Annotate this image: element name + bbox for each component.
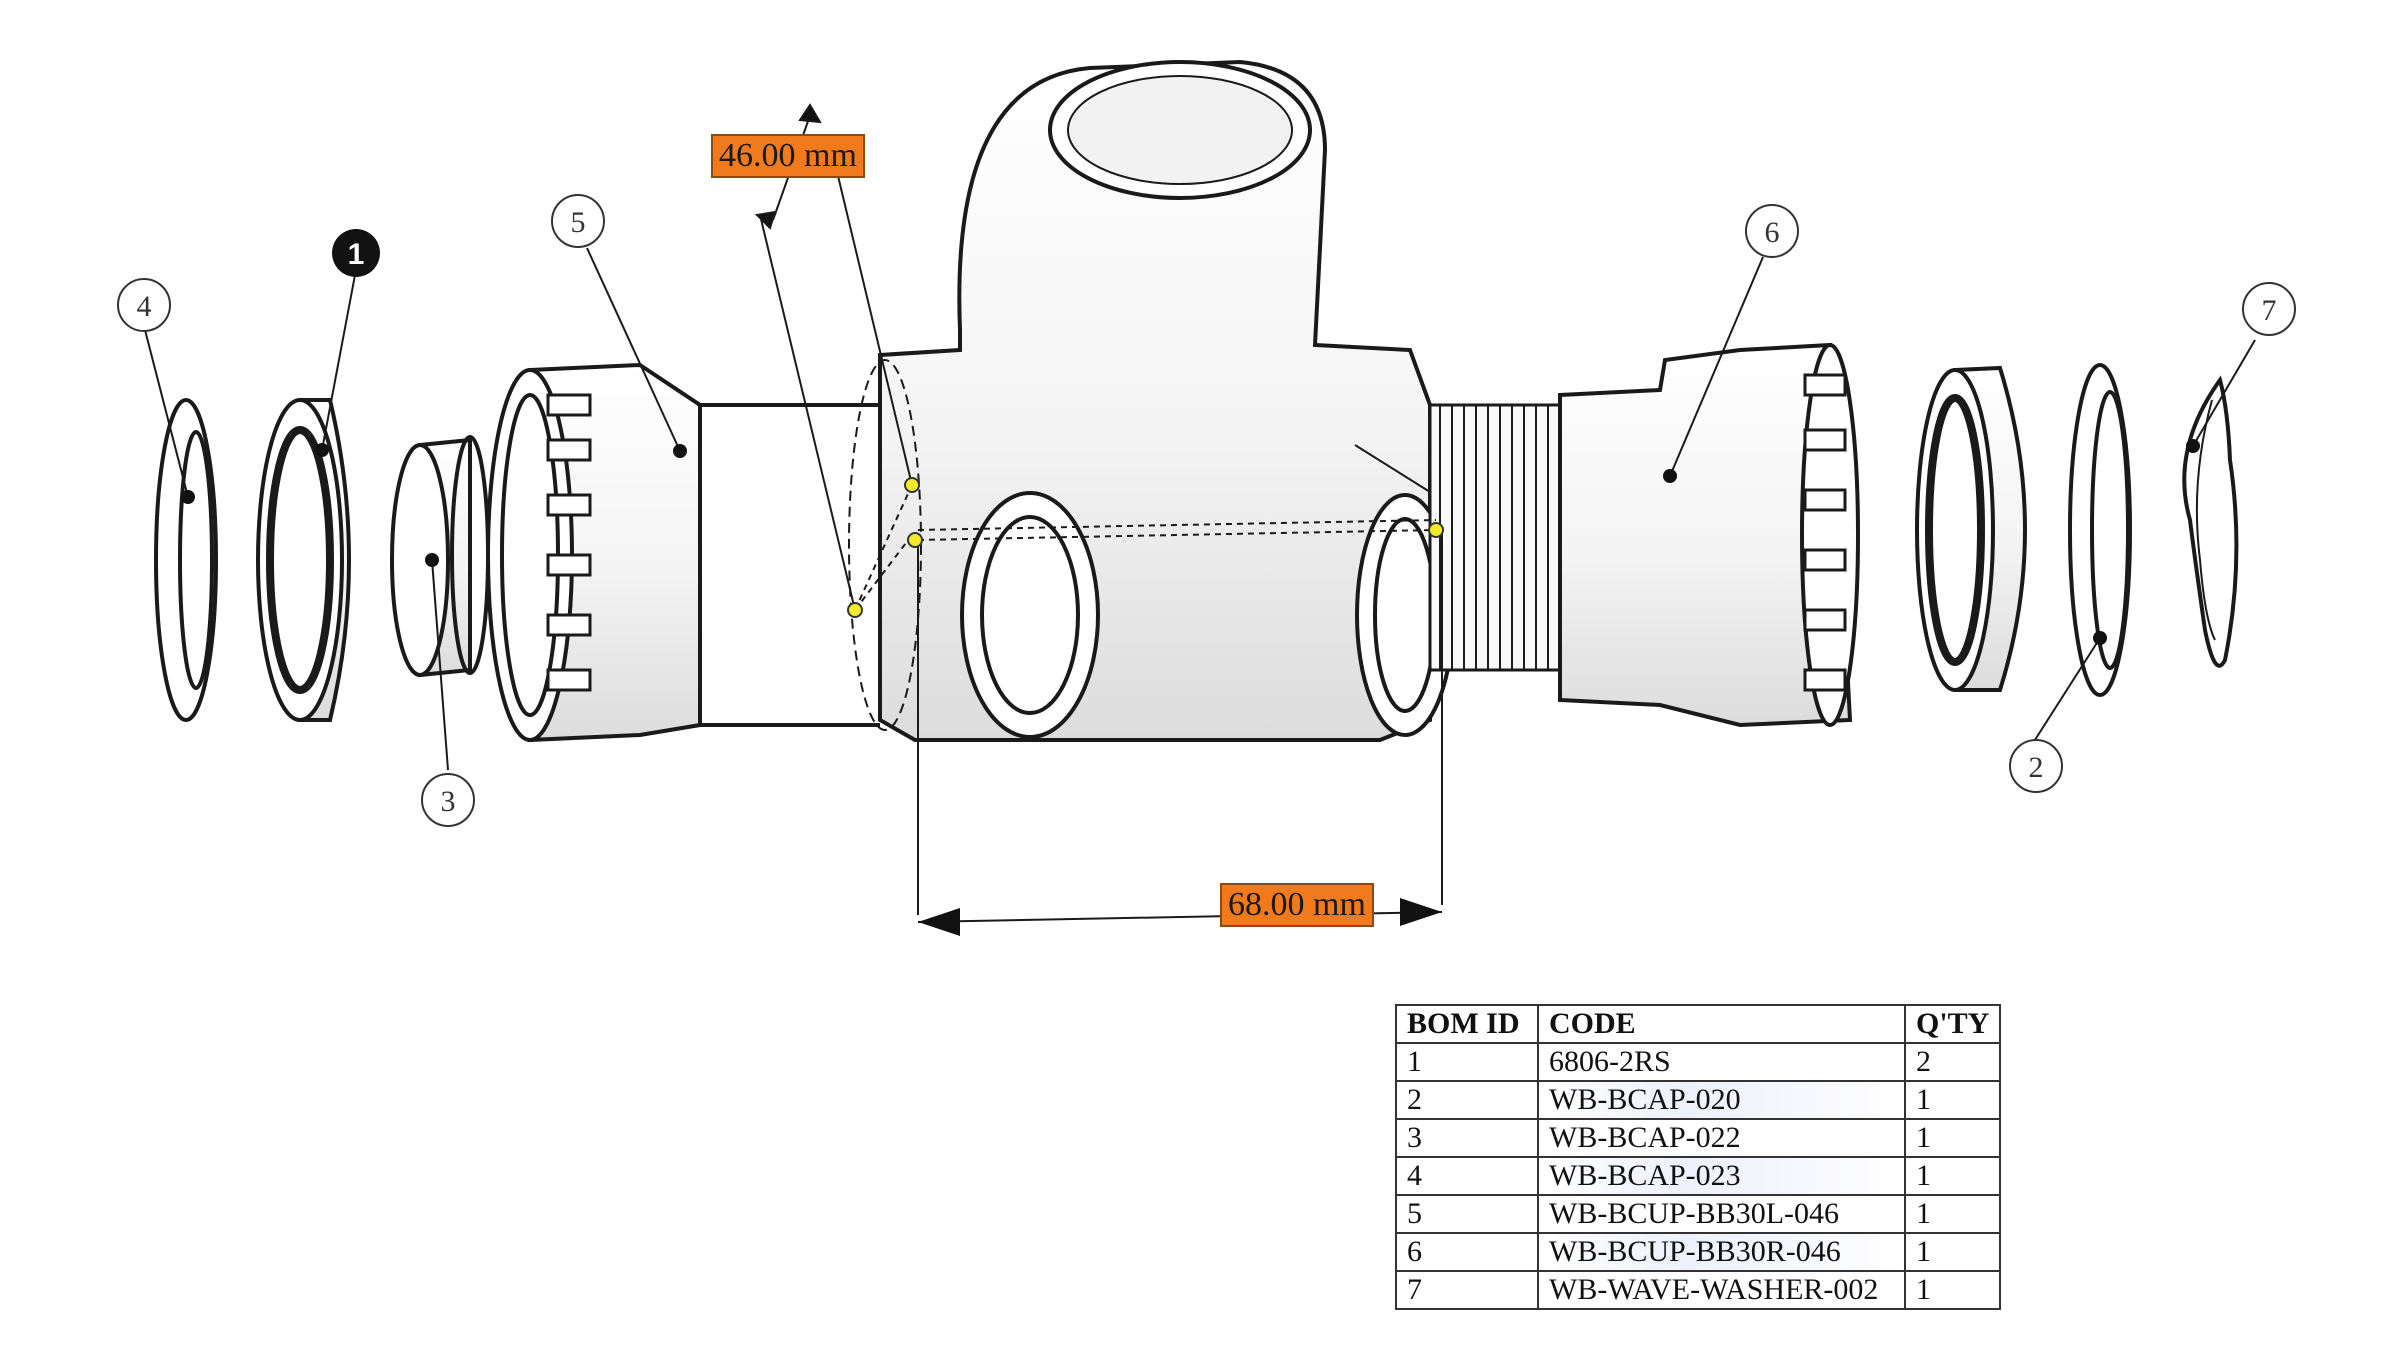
bom-cell-code: 6806-2RS (1537, 1042, 1906, 1082)
part-3-cap (390, 435, 490, 678)
bom-cell-id: 4 (1395, 1156, 1539, 1196)
part-1-bearing (256, 398, 351, 722)
bom-cell-id: 2 (1395, 1080, 1539, 1120)
dimension-label-46mm: 46.00 mm (711, 134, 865, 178)
bom-cell-id: 7 (1395, 1270, 1539, 1310)
bom-cell-qty: 1 (1903, 1232, 2002, 1272)
callout-anchor-dots (181, 439, 2200, 645)
bom-cell-id: 6 (1395, 1232, 1539, 1272)
bom-cell-code: WB-BCAP-023 (1537, 1156, 1906, 1196)
bom-cell-qty: 2 (1903, 1042, 2002, 1082)
bom-cell-code: WB-BCUP-BB30L-046 (1537, 1194, 1906, 1234)
bom-header-row: BOM ID CODE Q'TY (1395, 1004, 2002, 1044)
part-5-left-cup (486, 362, 880, 743)
bom-cell-qty: 1 (1903, 1118, 2002, 1158)
svg-text:3: 3 (441, 785, 456, 818)
bom-header-id: BOM ID (1395, 1004, 1539, 1044)
table-row: 6 WB-BCUP-BB30R-046 1 (1395, 1232, 2002, 1272)
table-row: 3 WB-BCAP-022 1 (1395, 1118, 2002, 1158)
bottom-bracket-shell (848, 59, 1455, 742)
dimension-label-68mm: 68.00 mm (1220, 883, 1374, 927)
bom-cell-id: 1 (1395, 1042, 1539, 1082)
callout-bubble-7: 7 (2242, 282, 2296, 336)
table-row: 7 WB-WAVE-WASHER-002 1 (1395, 1270, 2002, 1310)
callout-bubble-4: 4 (117, 278, 171, 332)
bom-header-qty: Q'TY (1903, 1004, 2002, 1044)
callout-bubble-1: 1 (332, 229, 380, 277)
callout-bubble-2: 2 (2009, 739, 2063, 793)
table-row: 2 WB-BCAP-020 1 (1395, 1080, 2002, 1120)
part-7-wave-washer (2182, 375, 2239, 668)
bom-cell-id: 3 (1395, 1118, 1539, 1158)
svg-text:2: 2 (2029, 751, 2044, 784)
svg-text:4: 4 (137, 290, 152, 323)
callout-bubble-5: 5 (551, 194, 605, 248)
table-row: 1 6806-2RS 2 (1395, 1042, 2002, 1082)
part-4-washer (154, 398, 218, 722)
bom-cell-code: WB-BCAP-020 (1537, 1080, 1906, 1120)
bom-cell-code: WB-WAVE-WASHER-002 (1537, 1270, 1906, 1310)
threaded-section (1428, 403, 1582, 672)
bom-cell-qty: 1 (1903, 1156, 2002, 1196)
table-row: 4 WB-BCAP-023 1 (1395, 1156, 2002, 1196)
dimension-46mm-lines (754, 103, 913, 611)
svg-text:1: 1 (348, 238, 365, 271)
bom-cell-id: 5 (1395, 1194, 1539, 1234)
measure-points (847, 477, 1444, 618)
svg-text:5: 5 (571, 206, 586, 239)
bom-cell-code: WB-BCAP-022 (1537, 1118, 1906, 1158)
bom-cell-qty: 1 (1903, 1194, 2002, 1234)
callout-bubble-6: 6 (1745, 204, 1799, 258)
svg-text:6: 6 (1765, 216, 1780, 249)
table-row: 5 WB-BCUP-BB30L-046 1 (1395, 1194, 2002, 1234)
bom-header-code: CODE (1537, 1004, 1906, 1044)
svg-text:7: 7 (2262, 294, 2277, 327)
callout-leaders (144, 247, 2256, 771)
bom-cell-code: WB-BCUP-BB30R-046 (1537, 1232, 1906, 1272)
part-2-cap (2068, 363, 2132, 697)
bom-table: BOM ID CODE Q'TY 1 6806-2RS 2 2 WB-BCAP-… (1395, 1004, 2002, 1310)
part-6-right-cup (1558, 342, 1860, 728)
bom-cell-qty: 1 (1903, 1080, 2002, 1120)
bom-cell-qty: 1 (1903, 1270, 2002, 1310)
callout-bubble-3: 3 (421, 773, 475, 827)
right-bearing (1915, 365, 2027, 692)
